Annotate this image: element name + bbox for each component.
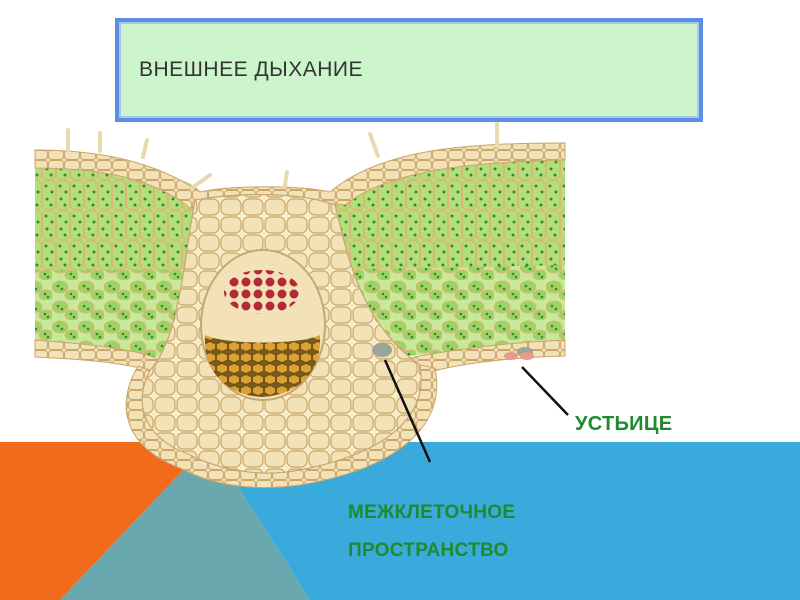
upper-epidermis [34,142,566,209]
intercellular-pointer-line [383,359,432,463]
stoma-pointer-line [521,366,569,416]
teal-triangle-shape [60,442,310,600]
title-box: ВНЕШНЕЕ ДЫХАНИЕ [115,18,703,122]
phloem [204,335,321,397]
intercellular-label-line2: ПРОСТРАНСТВО [348,540,509,561]
stoma-label: УСТЬИЦЕ [575,413,673,435]
palisade-layer [35,155,565,280]
orange-corner-shape [0,442,210,600]
midrib-lower-epidermis [125,364,438,489]
xylem [224,270,300,314]
stoma-guard-cells [504,352,534,360]
epidermal-hairs [66,122,499,190]
intercellular-label-line1: МЕЖКЛЕТОЧНОЕ [348,502,516,523]
blue-band-shape [210,442,800,600]
vascular-bundle [200,249,326,401]
slide-title: ВНЕШНЕЕ ДЫХАНИЕ [139,58,364,81]
